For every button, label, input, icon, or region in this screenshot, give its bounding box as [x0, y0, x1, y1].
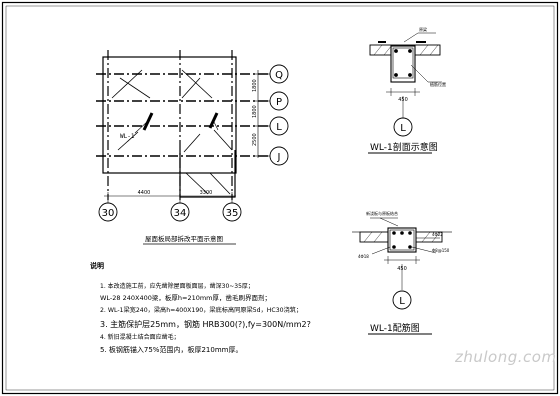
- note-item-5: 5. 板钢筋锚入75%范围内，板厚210mm厚。: [100, 345, 242, 354]
- beam-wl1-leader: [212, 119, 219, 131]
- section-bottom-label-a: 新浇板与原板结合: [366, 210, 398, 216]
- watermark: zhulong.com: [455, 348, 557, 366]
- beam-wl1-mark: [142, 112, 154, 131]
- svg-text:L: L: [399, 296, 405, 307]
- dim-horizontal-1: 4400: [138, 190, 151, 196]
- axis-bubble-35: 35: [222, 202, 242, 222]
- svg-text:P: P: [276, 97, 282, 108]
- section-top-caption: WL-1剖面示意图: [370, 141, 438, 153]
- dim-vertical-3: 2500: [252, 133, 258, 146]
- note-item-3: 3. 主筋保护层25mm，钢筋 HRB300(?),fy=300N/mm2?: [100, 319, 311, 329]
- slab-diagonal: [181, 77, 201, 99]
- section-bottom-caption: WL-1配筋图: [370, 322, 420, 334]
- slab-diagonal: [209, 172, 231, 195]
- axis-bubble-Q: Q: [262, 64, 289, 84]
- section-top: [369, 32, 442, 118]
- notes-heading: 说明: [90, 261, 104, 270]
- section-bottom-axis-bubble: L: [392, 290, 412, 310]
- svg-text:30: 30: [102, 208, 115, 219]
- slab-diagonal: [181, 69, 213, 99]
- plan-outline: [102, 56, 237, 174]
- slab-diagonal: [111, 69, 143, 99]
- section-bottom-label-b: 4Φ22: [432, 232, 443, 237]
- axis-bubble-J: J: [262, 146, 289, 166]
- axis-bubble-34: 34: [170, 202, 190, 222]
- sheet-inner-border: [5, 5, 555, 391]
- svg-text:35: 35: [226, 208, 239, 219]
- axis-bubble-P: P: [262, 91, 289, 111]
- slab-diagonal: [185, 172, 209, 195]
- section-bottom-label-d: 4Φ18: [358, 254, 369, 259]
- slab-diagonal: [183, 133, 201, 153]
- axis-bubble-30: 30: [98, 202, 118, 222]
- section-bottom-dim: 450: [397, 266, 407, 272]
- slab-diagonal: [119, 77, 151, 99]
- note-item-1: 1. 本改造施工前，应先凿除屋面板面层，凿深30~35厚；: [100, 282, 254, 290]
- section-bottom: [352, 217, 452, 290]
- plan-caption: 屋面板局部拆改平面示意图: [145, 234, 223, 243]
- beam-wl1-leader: [134, 120, 149, 134]
- note-item-4: 4. 新旧混凝土结合面应凿毛；: [100, 333, 180, 341]
- note-item-2: 2. WL-1梁宽240，梁高h=400X190，梁底标高同原梁5d，HC30浇…: [100, 306, 302, 314]
- slab-diagonal: [213, 129, 233, 151]
- section-top-label-left: 原梁: [419, 26, 427, 32]
- svg-text:J: J: [277, 152, 281, 163]
- beam-wl1-label: WL-1: [120, 133, 135, 140]
- svg-text:L: L: [400, 123, 406, 134]
- svg-text:L: L: [276, 122, 282, 133]
- dim-vertical-1: 1800: [252, 79, 258, 92]
- section-top-dim: 450: [398, 97, 408, 103]
- slab-diagonal: [117, 131, 139, 151]
- plan-vertical-dimensions: [254, 70, 262, 158]
- axis-bubble-L: L: [262, 116, 289, 136]
- section-bottom-label-c: Φ8@150: [432, 248, 450, 253]
- note-item-1b: WL-28 240X400梁，板厚h=210mm厚，凿毛刷界面剂；: [100, 293, 271, 302]
- plan-lower-part: [179, 150, 236, 198]
- section-top-axis-bubble: L: [393, 117, 413, 137]
- plan-horizontal-dimensions: [104, 192, 236, 203]
- dim-horizontal-2: 3300: [200, 190, 213, 196]
- floor-plan: [96, 50, 268, 200]
- dim-vertical-2: 1800: [252, 105, 258, 118]
- section-top-label-right: 植筋位置: [430, 81, 446, 87]
- svg-text:Q: Q: [275, 70, 283, 81]
- svg-text:34: 34: [174, 208, 187, 219]
